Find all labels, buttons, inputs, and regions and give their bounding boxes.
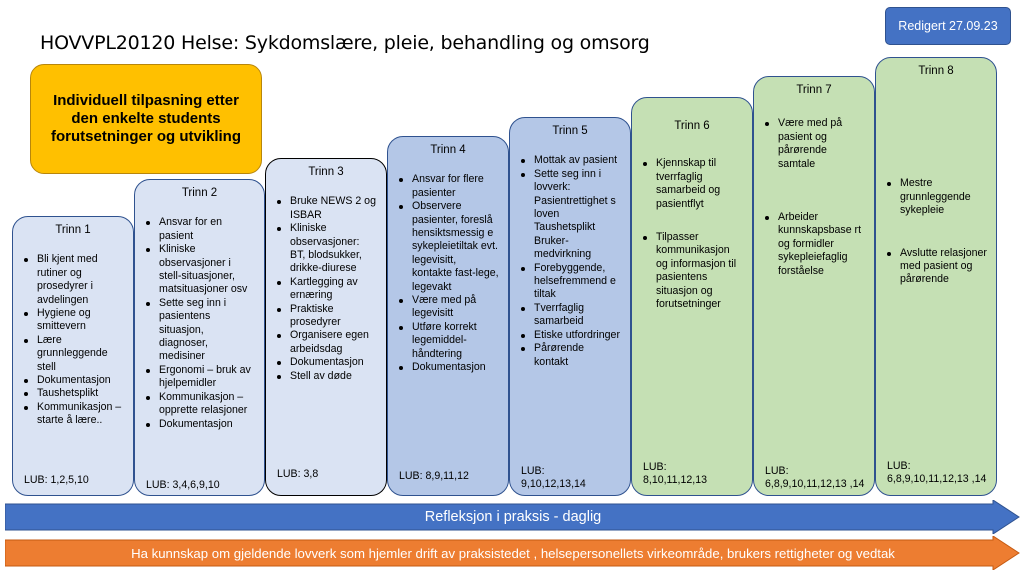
step-1-box: Trinn 1 Bli kjent med rutiner og prosedy… [12, 216, 134, 496]
list-item: Forebyggende, helsefremmend e tiltak [519, 262, 621, 302]
list-item: Dokumentasjon [275, 356, 377, 369]
step-item-list: Bruke NEWS 2 og ISBAR Kliniske observasj… [275, 195, 377, 383]
list-item: Bruke NEWS 2 og ISBAR [275, 195, 377, 222]
step-item-list: Ansvar for en pasient Kliniske observasj… [144, 216, 255, 431]
step-2-box: Trinn 2 Ansvar for en pasient Kliniske o… [134, 179, 265, 496]
page-title: HOVVPL20120 Helse: Sykdomslære, pleie, b… [40, 32, 650, 54]
list-item: Kartlegging av ernæring [275, 276, 377, 303]
blue-arrow-shape [5, 500, 1020, 534]
list-item: Kliniske observasjoner i stell-situasjon… [144, 243, 255, 297]
reflection-arrow: Refleksjon i praksis - daglig [5, 500, 1021, 534]
list-item: Organisere egen arbeidsdag [275, 329, 377, 356]
list-item: Observere pasienter, foreslå hensiktsmes… [397, 200, 499, 294]
step-lub: LUB: 6,8,9,10,11,12,13 ,14 [887, 460, 987, 485]
list-item: Lære grunnleggende stell [22, 334, 124, 374]
reflection-arrow-label: Refleksjon i praksis - daglig [424, 509, 602, 525]
step-8-box: Trinn 8 Mestre grunnleggende sykepleie A… [875, 57, 997, 496]
step-title: Trinn 4 [430, 144, 466, 156]
step-item-list: Bli kjent med rutiner og prosedyrer i av… [22, 253, 124, 427]
list-item: Tverrfaglig samarbeid [519, 302, 621, 329]
step-title: Trinn 5 [552, 125, 588, 137]
step-7-box: Trinn 7 Være med på pasient og pårørende… [753, 76, 875, 496]
step-lub: LUB: 1,2,5,10 [24, 474, 89, 486]
list-item: Taushetsplikt [22, 387, 124, 400]
list-item: Kommunikasjon – opprette relasjoner [144, 391, 255, 418]
legislation-arrow: Ha kunnskap om gjeldende lovverk som hje… [5, 536, 1021, 570]
list-item: Utføre korrekt legemiddel-håndtering [397, 321, 499, 361]
step-title: Trinn 6 [674, 120, 710, 132]
step-lub: LUB: 6,8,9,10,11,12,13 ,14 [765, 465, 865, 490]
step-title: Trinn 2 [181, 187, 218, 199]
orange-arrow-shape [5, 536, 1020, 570]
list-item: Ansvar for flere pasienter [397, 173, 499, 200]
step-item-list: Mestre grunnleggende sykepleie Avslutte … [885, 177, 987, 286]
step-6-box: Trinn 6 Kjennskap til tverrfaglig samarb… [631, 97, 753, 496]
list-item: Mottak av pasient [519, 154, 621, 167]
individual-adaptation-callout: Individuell tilpasning etter den enkelte… [30, 64, 262, 174]
step-lub: LUB: 3,8 [277, 468, 319, 480]
step-title: Trinn 7 [796, 84, 832, 96]
step-item-list: Ansvar for flere pasienter Observere pas… [397, 173, 499, 374]
list-item: Være med på pasient og pårørende samtale [763, 117, 865, 171]
step-title: Trinn 3 [308, 166, 344, 178]
list-item: Stell av døde [275, 370, 377, 383]
step-item-list: Kjennskap til tverrfaglig samarbeid og p… [641, 157, 743, 311]
step-lub: LUB: 8,9,11,12 [399, 470, 469, 482]
list-item: Avslutte relasjoner med pasient og pårør… [885, 247, 987, 287]
list-item: Sette seg inn i lovverk: Pasientrettighe… [519, 168, 621, 262]
list-item: Kjennskap til tverrfaglig samarbeid og p… [641, 157, 743, 211]
step-title: Trinn 8 [918, 65, 954, 77]
list-item: Etiske utfordringer [519, 329, 621, 342]
edited-date-badge: Redigert 27.09.23 [885, 7, 1011, 45]
list-item: Kommunikasjon – starte å lære.. [22, 401, 124, 428]
list-item: Mestre grunnleggende sykepleie [885, 177, 987, 217]
list-item: Kliniske observasjoner: BT, blodsukker, … [275, 222, 377, 276]
step-4-box: Trinn 4 Ansvar for flere pasienter Obser… [387, 136, 509, 496]
list-item: Bli kjent med rutiner og prosedyrer i av… [22, 253, 124, 307]
step-item-list: Være med på pasient og pårørende samtale… [763, 117, 865, 278]
list-item: Pårørende kontakt [519, 342, 621, 369]
list-item: Hygiene og smittevern [22, 307, 124, 334]
step-5-box: Trinn 5 Mottak av pasient Sette seg inn … [509, 117, 631, 496]
list-item: Tilpasser kommunikasjon og informasjon t… [641, 231, 743, 311]
list-item: Ergonomi – bruk av hjelpemidler [144, 364, 255, 391]
step-lub: LUB: 9,10,12,13,14 [521, 465, 586, 490]
step-lub: LUB: 3,4,6,9,10 [146, 479, 220, 491]
step-3-box: Trinn 3 Bruke NEWS 2 og ISBAR Kliniske o… [265, 158, 387, 496]
list-item: Sette seg inn i pasientens situasjon, di… [144, 297, 255, 364]
list-item: Være med på legevisitt [397, 294, 499, 321]
list-item: Arbeider kunnskapsbase rt og formidler s… [763, 211, 865, 278]
step-lub: LUB: 8,10,11,12,13 [643, 461, 708, 486]
step-item-list: Mottak av pasient Sette seg inn i lovver… [519, 154, 621, 369]
list-item: Praktiske prosedyrer [275, 303, 377, 330]
step-title: Trinn 1 [55, 224, 91, 236]
legislation-arrow-label: Ha kunnskap om gjeldende lovverk som hje… [131, 545, 895, 561]
list-item: Dokumentasjon [22, 374, 124, 387]
list-item: Ansvar for en pasient [144, 216, 255, 243]
list-item: Dokumentasjon [144, 418, 255, 431]
list-item: Dokumentasjon [397, 361, 499, 374]
